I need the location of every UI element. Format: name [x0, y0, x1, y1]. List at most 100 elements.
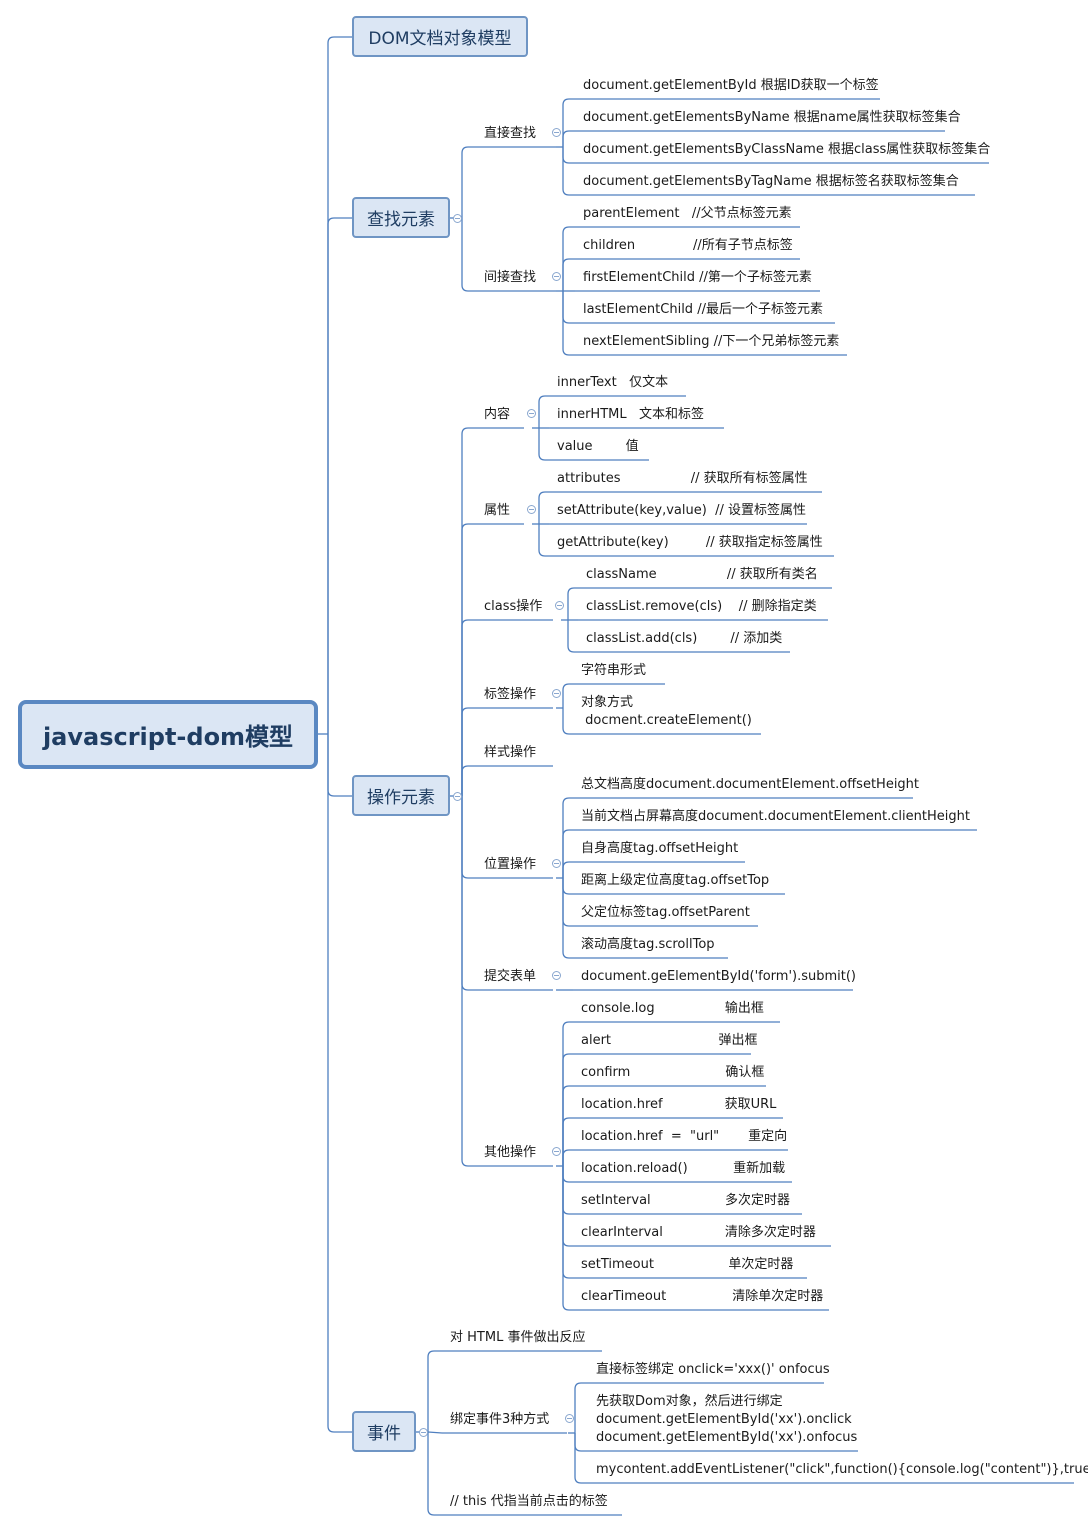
op-pos-item[interactable]: 当前文档占屏幕高度document.documentElement.client… — [581, 809, 970, 824]
connector-curve — [461, 218, 476, 292]
connector-curve — [538, 524, 549, 557]
find-direct-collapse[interactable] — [551, 127, 561, 137]
op-other-item[interactable]: clearTimeout 清除单次定时器 — [581, 1289, 824, 1304]
op-other-item[interactable]: setInterval 多次定时器 — [581, 1193, 791, 1208]
connector-curve — [461, 146, 476, 218]
op-cls-item[interactable]: classList.remove(cls) // 删除指定类 — [586, 599, 817, 614]
op-cls-item[interactable]: className // 获取所有类名 — [586, 567, 818, 582]
branch-operate-elements[interactable]: 操作元素 — [352, 775, 450, 816]
op-cls-label[interactable]: class操作 — [484, 599, 543, 614]
op-other-collapse[interactable] — [551, 1146, 561, 1156]
connector-curve — [461, 796, 476, 879]
find-indirect-label[interactable]: 间接查找 — [484, 270, 537, 285]
event-collapse-toggle[interactable] — [418, 1427, 428, 1437]
connector-curve — [461, 796, 476, 1167]
connector-curve — [562, 1166, 573, 1279]
connector-curve — [562, 861, 573, 878]
event-bind-item[interactable]: 直接标签绑定 onclick='xxx()' onfocus — [596, 1362, 830, 1377]
op-submit-item[interactable]: document.geElementById('form').submit() — [581, 969, 857, 984]
connector-curve — [562, 291, 575, 356]
find-direct-item[interactable]: document.getElementById 根据ID获取一个标签 — [583, 78, 879, 93]
root-topic[interactable]: javascript-dom模型 — [18, 700, 318, 769]
op-cls-collapse[interactable] — [554, 600, 564, 610]
find-indirect-item[interactable]: children //所有子节点标签 — [583, 238, 793, 253]
event-bind-item[interactable]: mycontent.addEventListener("click",funct… — [596, 1462, 1088, 1477]
op-submit-collapse[interactable] — [551, 970, 561, 980]
op-other-item[interactable]: confirm 确认框 — [581, 1065, 765, 1080]
op-other-item[interactable]: console.log 输出框 — [581, 1001, 764, 1016]
op-attr-item[interactable]: attributes // 获取所有标签属性 — [557, 471, 808, 486]
op-pos-item[interactable]: 总文档高度document.documentElement.offsetHeig… — [581, 777, 920, 792]
op-attr-collapse[interactable] — [526, 504, 536, 514]
connector-curve — [574, 1433, 588, 1452]
find-collapse-toggle[interactable] — [452, 213, 462, 223]
connector-curve — [562, 1166, 573, 1311]
op-other-label[interactable]: 其他操作 — [484, 1145, 537, 1160]
branch-events[interactable]: 事件 — [352, 1411, 416, 1452]
op-content-item[interactable]: innerText 仅文本 — [557, 375, 669, 390]
op-content-collapse[interactable] — [526, 408, 536, 418]
connector-curve — [562, 878, 573, 959]
branch-dom-model-label: DOM文档对象模型 — [368, 29, 512, 49]
op-submit-label[interactable]: 提交表单 — [484, 969, 537, 984]
connector-curve — [461, 619, 476, 796]
op-attr-label[interactable]: 属性 — [484, 503, 511, 518]
op-content-item[interactable]: value 值 — [557, 439, 639, 454]
connector-line — [427, 1431, 443, 1434]
connector-curve — [562, 147, 575, 164]
op-tag-item[interactable]: 字符串形式 — [581, 663, 647, 678]
branch-dom-model[interactable]: DOM文档对象模型 — [352, 16, 528, 57]
op-tag-item[interactable]: 对象方式 docment.createElement() — [581, 695, 752, 728]
op-collapse-toggle[interactable] — [452, 791, 462, 801]
op-attr-item[interactable]: setAttribute(key,value) // 设置标签属性 — [557, 503, 806, 518]
op-other-item[interactable]: alert 弹出框 — [581, 1033, 758, 1048]
op-cls-item[interactable]: classList.add(cls) // 添加类 — [586, 631, 783, 646]
op-pos-label[interactable]: 位置操作 — [484, 857, 537, 872]
connector-curve — [562, 1166, 573, 1247]
connector-curve — [562, 878, 573, 927]
connector-curve — [538, 428, 549, 461]
op-tag-label[interactable]: 标签操作 — [484, 687, 537, 702]
connector-curve — [461, 707, 476, 796]
find-direct-item[interactable]: document.getElementsByTagName 根据标签名获取标签集… — [583, 174, 959, 189]
connector-curve — [562, 147, 575, 196]
op-pos-item[interactable]: 自身高度tag.offsetHeight — [581, 841, 739, 856]
branch-operate-elements-label: 操作元素 — [367, 788, 435, 808]
find-indirect-collapse[interactable] — [551, 271, 561, 281]
op-other-item[interactable]: setTimeout 单次定时器 — [581, 1257, 794, 1272]
branch-find-elements[interactable]: 查找元素 — [352, 197, 450, 238]
op-other-item[interactable]: clearInterval 清除多次定时器 — [581, 1225, 816, 1240]
branch-events-label: 事件 — [367, 1424, 401, 1444]
event-react-label[interactable]: 对 HTML 事件做出反应 — [450, 1330, 586, 1345]
find-indirect-item[interactable]: parentElement //父节点标签元素 — [583, 206, 792, 221]
op-style-label[interactable]: 样式操作 — [484, 745, 537, 760]
op-pos-collapse[interactable] — [551, 858, 561, 868]
find-direct-item[interactable]: document.getElementsByClassName 根据class属… — [583, 142, 991, 157]
find-indirect-item[interactable]: nextElementSibling //下一个兄弟标签元素 — [583, 334, 840, 349]
op-content-item[interactable]: innerHTML 文本和标签 — [557, 407, 705, 422]
op-pos-item[interactable]: 滚动高度tag.scrollTop — [581, 937, 715, 952]
op-pos-item[interactable]: 父定位标签tag.offsetParent — [581, 905, 750, 920]
find-indirect-item[interactable]: firstElementChild //第一个子标签元素 — [583, 270, 812, 285]
find-direct-label[interactable]: 直接查找 — [484, 126, 537, 141]
event-bind-collapse[interactable] — [564, 1413, 574, 1423]
op-attr-item[interactable]: getAttribute(key) // 获取指定标签属性 — [557, 535, 823, 550]
find-direct-item[interactable]: document.getElementsByName 根据name属性获取标签集… — [583, 110, 961, 125]
event-this-label[interactable]: // this 代指当前点击的标签 — [450, 1494, 608, 1509]
event-bind-label[interactable]: 绑定事件3种方式 — [450, 1412, 550, 1427]
op-pos-item[interactable]: 距离上级定位高度tag.offsetTop — [581, 873, 770, 888]
branch-find-elements-label: 查找元素 — [367, 210, 435, 230]
connector-curve — [562, 226, 575, 291]
connector-curve — [562, 1053, 573, 1166]
find-indirect-item[interactable]: lastElementChild //最后一个子标签元素 — [583, 302, 823, 317]
connector-curve — [327, 734, 352, 797]
op-other-item[interactable]: location.reload() 重新加载 — [581, 1161, 786, 1176]
op-content-label[interactable]: 内容 — [484, 407, 511, 422]
op-tag-collapse[interactable] — [551, 688, 561, 698]
op-other-item[interactable]: location.href = "url" 重定向 — [581, 1129, 788, 1144]
connector-curve — [427, 1432, 442, 1516]
connector-curve — [327, 734, 352, 1433]
connector-curve — [538, 395, 549, 428]
op-other-item[interactable]: location.href 获取URL — [581, 1097, 777, 1112]
